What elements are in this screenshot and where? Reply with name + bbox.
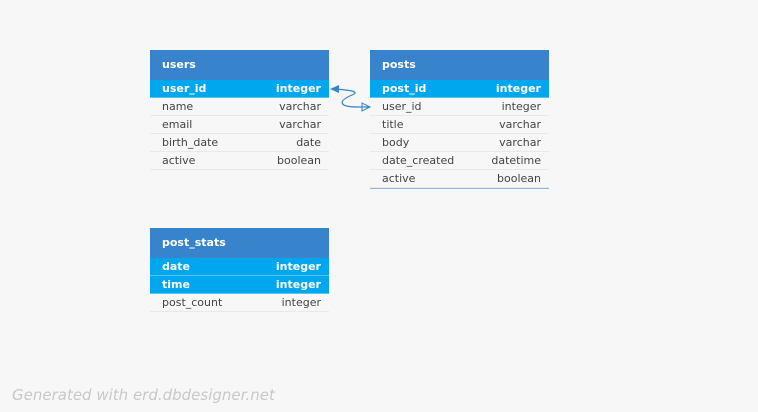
column-type: boolean xyxy=(277,154,321,167)
column-name: active xyxy=(162,154,196,167)
column-type: varchar xyxy=(499,136,541,149)
relation-line[interactable] xyxy=(332,88,370,108)
column-name: date_created xyxy=(382,154,455,167)
table-posts-row-active[interactable]: active boolean xyxy=(370,170,549,188)
relation-posts-user_id-to-users-user_id[interactable] xyxy=(330,85,372,112)
column-type: varchar xyxy=(279,100,321,113)
table-post-stats-row-time[interactable]: time integer xyxy=(150,276,329,294)
footer-credit: Generated with erd.dbdesigner.net xyxy=(12,386,275,404)
table-users-row-user_id[interactable]: user_id integer xyxy=(150,80,329,98)
table-users-row-birth_date[interactable]: birth_date date xyxy=(150,134,329,152)
table-posts-header[interactable]: posts xyxy=(370,50,549,80)
column-type: integer xyxy=(495,82,541,95)
column-type: integer xyxy=(275,260,321,273)
column-type: varchar xyxy=(279,118,321,131)
table-post-stats-row-date[interactable]: date integer xyxy=(150,258,329,276)
table-posts-row-title[interactable]: title varchar xyxy=(370,116,549,134)
table-posts-row-body[interactable]: body varchar xyxy=(370,134,549,152)
table-post-stats-row-post_count[interactable]: post_count integer xyxy=(150,294,329,312)
table-posts[interactable]: posts post_id integer user_id integer ti… xyxy=(370,50,549,189)
column-name: user_id xyxy=(382,100,422,113)
table-users-row-active[interactable]: active boolean xyxy=(150,152,329,170)
column-name: post_id xyxy=(382,82,427,95)
table-users-row-name[interactable]: name varchar xyxy=(150,98,329,116)
column-name: active xyxy=(382,172,416,185)
table-users-row-email[interactable]: email varchar xyxy=(150,116,329,134)
column-name: email xyxy=(162,118,193,131)
column-name: date xyxy=(162,260,191,273)
column-type: integer xyxy=(275,278,321,291)
column-type: integer xyxy=(281,296,321,309)
column-type: integer xyxy=(275,82,321,95)
column-name: birth_date xyxy=(162,136,219,149)
arrowhead-icon xyxy=(330,85,339,93)
table-post-stats[interactable]: post_stats date integer time integer pos… xyxy=(150,228,329,312)
column-type: datetime xyxy=(491,154,541,167)
column-type: date xyxy=(296,136,321,149)
table-posts-row-user_id[interactable]: user_id integer xyxy=(370,98,549,116)
table-users[interactable]: users user_id integer name varchar email… xyxy=(150,50,329,170)
column-name: name xyxy=(162,100,194,113)
many-end-icon xyxy=(361,102,372,112)
column-name: body xyxy=(382,136,410,149)
column-name: title xyxy=(382,118,404,131)
column-name: user_id xyxy=(162,82,207,95)
table-posts-row-post_id[interactable]: post_id integer xyxy=(370,80,549,98)
column-type: integer xyxy=(501,100,541,113)
column-type: varchar xyxy=(499,118,541,131)
table-users-header[interactable]: users xyxy=(150,50,329,80)
table-posts-row-date_created[interactable]: date_created datetime xyxy=(370,152,549,170)
column-name: post_count xyxy=(162,296,223,309)
table-post-stats-header[interactable]: post_stats xyxy=(150,228,329,258)
column-type: boolean xyxy=(497,172,541,185)
column-name: time xyxy=(162,278,190,291)
